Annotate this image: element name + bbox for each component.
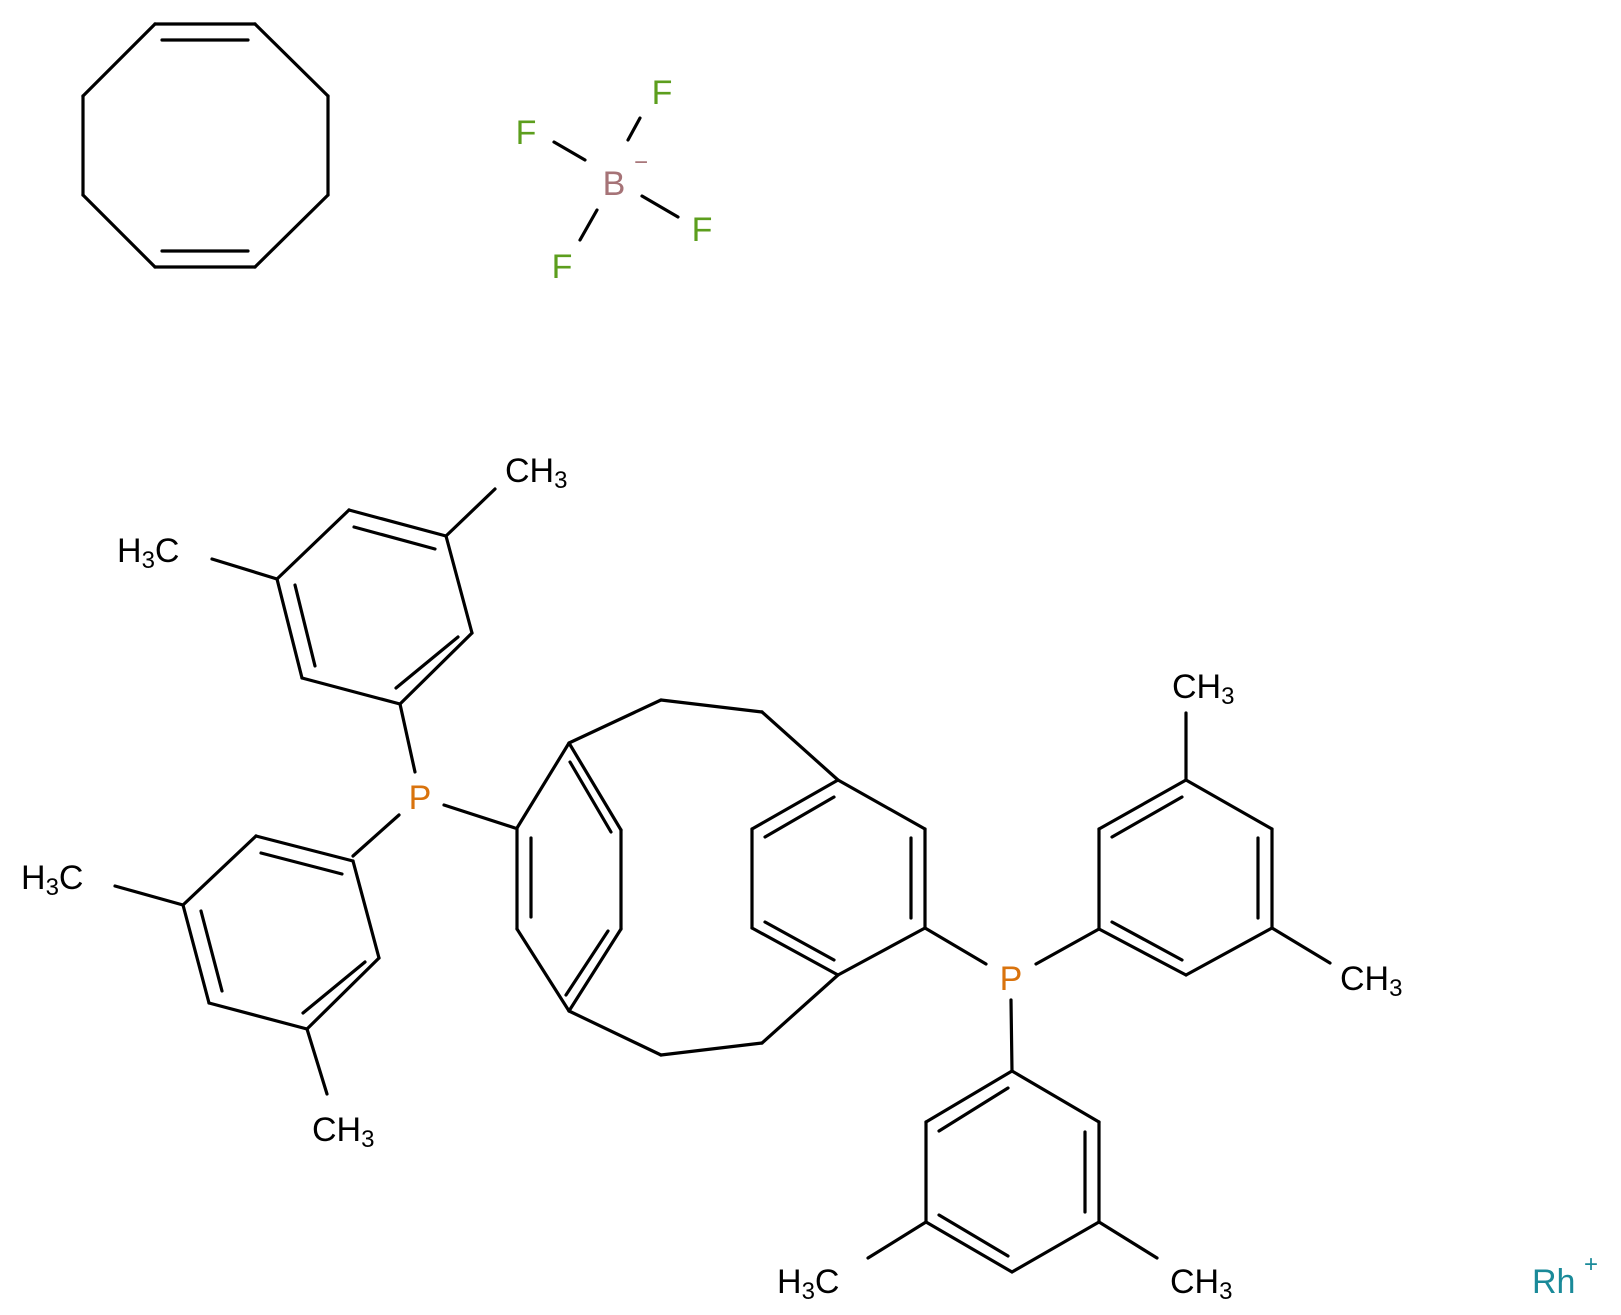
methyl-label: CH3	[1172, 668, 1234, 710]
bond	[924, 1069, 1014, 1124]
bond	[1184, 926, 1274, 977]
bond	[568, 760, 613, 834]
tetrafluoroborate: F F F F B −	[516, 74, 713, 286]
methyl-label: H3C	[777, 1263, 839, 1305]
bond	[300, 676, 402, 706]
phosphorus-atom-label: P	[409, 779, 432, 817]
bond	[1034, 927, 1101, 966]
xylyl-ring: CH3 H3C	[117, 452, 567, 706]
bond	[1010, 1220, 1101, 1274]
bond	[301, 960, 367, 1015]
bond	[253, 193, 330, 269]
bond	[659, 698, 764, 714]
bond	[1010, 1069, 1101, 1124]
fluorine-atom-label: F	[552, 248, 573, 286]
bond	[351, 813, 401, 858]
phosphine-left: P	[351, 702, 517, 858]
bond	[210, 557, 279, 581]
bond	[259, 851, 344, 876]
methyl-label: H3C	[21, 859, 83, 901]
bond	[398, 702, 417, 774]
boron-charge: −	[634, 149, 648, 176]
bond	[937, 1086, 1010, 1133]
bond	[626, 116, 642, 142]
xylyl-ring: H3C CH3	[777, 1069, 1232, 1305]
bond	[836, 926, 927, 977]
rhodium-atom-label: Rh	[1532, 1263, 1575, 1301]
boron-atom-label: B	[603, 165, 626, 203]
bond	[305, 1027, 329, 1096]
rhodium-cation: Rh +	[1532, 1251, 1598, 1301]
bond	[515, 927, 571, 1013]
bond	[293, 583, 317, 668]
bond	[181, 834, 258, 907]
bond	[275, 577, 304, 680]
bond	[924, 1220, 1014, 1274]
bond	[567, 698, 663, 745]
methyl-label: CH3	[505, 452, 567, 494]
bond	[444, 534, 474, 635]
bond	[763, 795, 836, 839]
rhodium-charge: +	[1584, 1251, 1598, 1278]
bond	[1110, 795, 1184, 839]
bond	[444, 487, 497, 538]
bond	[81, 22, 157, 98]
bond	[1184, 778, 1274, 831]
bond	[564, 929, 610, 997]
bond	[760, 710, 840, 782]
methyl-label: CH3	[1340, 960, 1402, 1002]
bond	[347, 508, 448, 538]
bond	[1270, 926, 1332, 965]
bond	[659, 1041, 764, 1057]
phosphine-right: P	[923, 926, 1101, 1073]
bond	[113, 884, 185, 907]
paracyclophane-core	[515, 698, 927, 1057]
bond	[305, 956, 381, 1031]
methyl-label: H3C	[117, 532, 179, 574]
bond	[275, 508, 351, 581]
bond	[836, 778, 927, 831]
fluorine-atom-label: F	[516, 114, 537, 152]
bond	[760, 973, 840, 1045]
phosphorus-atom-label: P	[1000, 960, 1023, 998]
bond	[923, 926, 988, 966]
xylyl-ring: CH3 CH3	[1097, 668, 1402, 1002]
methyl-label: CH3	[1170, 1263, 1232, 1305]
bond	[207, 1001, 309, 1031]
bond	[398, 631, 474, 706]
bond	[1097, 927, 1188, 977]
fluorine-atom-label: F	[652, 74, 673, 112]
xylyl-ring: H3C CH3	[21, 834, 381, 1153]
bond	[552, 140, 587, 162]
bond	[1110, 920, 1184, 962]
bond	[763, 920, 836, 962]
bond	[81, 193, 157, 269]
bond	[181, 903, 211, 1005]
methyl-label: CH3	[312, 1111, 374, 1153]
bond	[866, 1220, 928, 1260]
bond	[351, 859, 381, 960]
bond	[515, 741, 571, 830]
bond	[394, 635, 460, 690]
bond	[442, 803, 517, 830]
bond	[567, 927, 623, 1013]
bond	[1009, 998, 1014, 1073]
bond	[254, 834, 355, 863]
bond	[199, 909, 224, 993]
bond	[567, 1009, 663, 1057]
bond	[1097, 778, 1188, 831]
bond	[640, 194, 680, 219]
cyclooctadiene	[81, 22, 330, 269]
bond	[567, 741, 623, 832]
bond	[750, 926, 840, 977]
fluorine-atom-label: F	[692, 211, 713, 249]
bond	[253, 22, 330, 98]
bond	[1097, 1220, 1159, 1260]
bond	[937, 1213, 1010, 1258]
bond	[352, 525, 437, 551]
bond	[578, 208, 599, 242]
bond	[750, 778, 840, 831]
